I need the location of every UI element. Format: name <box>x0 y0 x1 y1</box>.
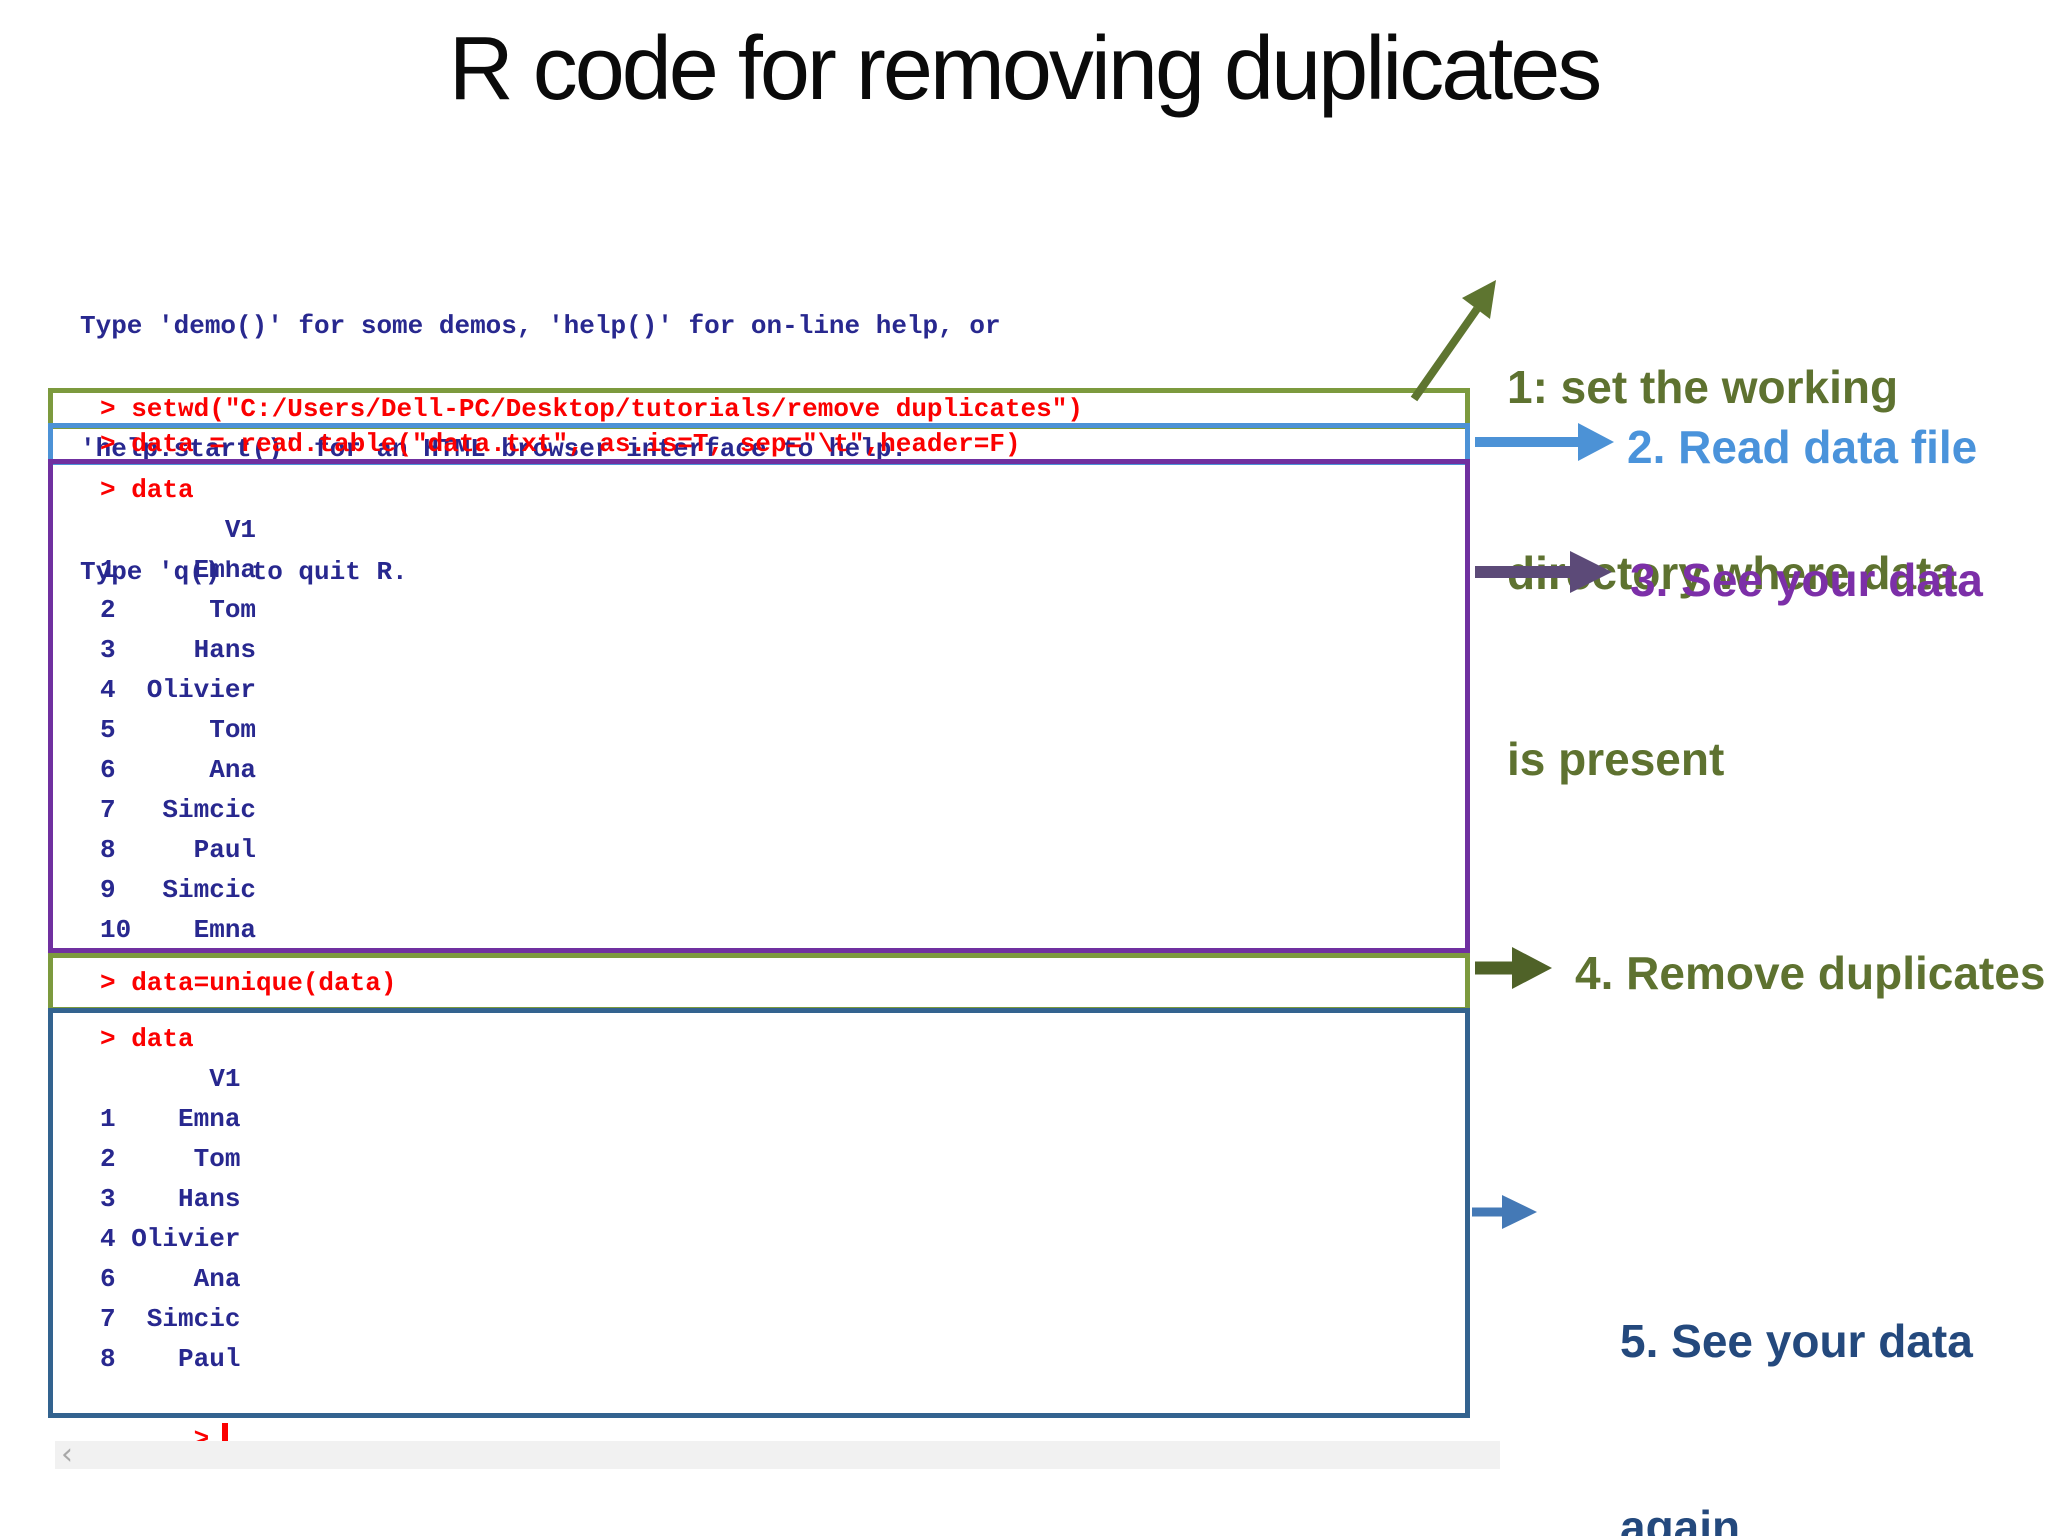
data-output-line: 8 Paul <box>100 835 257 865</box>
arrow-4-icon <box>1475 947 1552 989</box>
annotation-line: is present <box>1507 733 1725 785</box>
annotation-see-your-data-again: 5. See your data again <box>1620 1186 1973 1536</box>
data-output-line: 1 Emna <box>100 555 257 585</box>
data-output-line: 4 Olivier <box>100 675 257 705</box>
text-cursor <box>222 1423 229 1456</box>
data-output-line: 6 Ana <box>100 1264 241 1294</box>
scroll-left-chevron-icon[interactable]: ‹ <box>61 1437 73 1472</box>
annotation-line: 5. See your data <box>1620 1315 1973 1367</box>
data-output-line: V1 <box>100 1064 241 1094</box>
annotation-remove-duplicates: 4. Remove duplicates <box>1575 947 2046 999</box>
data-output-line: 7 Simcic <box>100 795 257 825</box>
highlight-box-unique: > data=unique(data) <box>48 953 1470 1012</box>
data-output-line: 8 Paul <box>100 1344 241 1374</box>
highlight-box-view-data-again: > data V1 1 Emna 2 Tom 3 Hans 4 Olivier … <box>48 1008 1470 1456</box>
highlight-box-view-data: > data V1 1 Emna 2 Tom 3 Hans 4 Olivier … <box>48 459 1470 953</box>
annotation-line: directory where data <box>1507 547 1957 599</box>
data-output-line: 9 Simcic <box>100 875 257 905</box>
data-output-line: 3 Hans <box>100 1184 241 1214</box>
annotation-set-working-directory: 1: set the working directory where data … <box>1507 232 1957 914</box>
arrow-1-icon <box>1410 280 1496 402</box>
data-output-line: 10 Emna <box>100 915 257 945</box>
command-view-data: > data <box>100 475 194 505</box>
data-output-line: 6 Ana <box>100 755 257 785</box>
data-output-line: 4 Olivier <box>100 1224 241 1254</box>
data-output-line: 3 Hans <box>100 635 257 665</box>
data-output-line: 2 Tom <box>100 595 257 625</box>
data-output-line: 2 Tom <box>100 1144 241 1174</box>
data-output-line: V1 <box>100 515 257 545</box>
annotation-read-data-file: 2. Read data file <box>1627 421 1978 473</box>
command-view-data-again: > data <box>100 1024 194 1054</box>
data-output-line: 5 Tom <box>100 715 257 745</box>
console-intro-line: Type 'demo()' for some demos, 'help()' f… <box>80 311 1001 341</box>
console-prompt-line: > <box>100 1379 1465 1499</box>
command-read-table: > data = read.table("data.txt", as.is=T,… <box>100 429 1021 459</box>
horizontal-scrollbar[interactable]: ‹ <box>55 1437 1500 1472</box>
data-output-line: 1 Emna <box>100 1104 241 1134</box>
arrow-5-icon <box>1472 1195 1537 1229</box>
data-output-line: 7 Simcic <box>100 1304 241 1334</box>
page-title: R code for removing duplicates <box>448 19 1603 119</box>
command-setwd: > setwd("C:/Users/Dell-PC/Desktop/tutori… <box>100 393 1083 424</box>
annotation-line: 1: set the working <box>1507 361 1899 413</box>
annotation-line: again <box>1620 1501 1741 1536</box>
console-intro-line: Type 'q()' to quit R. <box>80 557 408 587</box>
annotation-see-your-data: 3. See your data <box>1630 554 1983 606</box>
command-unique: > data=unique(data) <box>100 967 397 998</box>
